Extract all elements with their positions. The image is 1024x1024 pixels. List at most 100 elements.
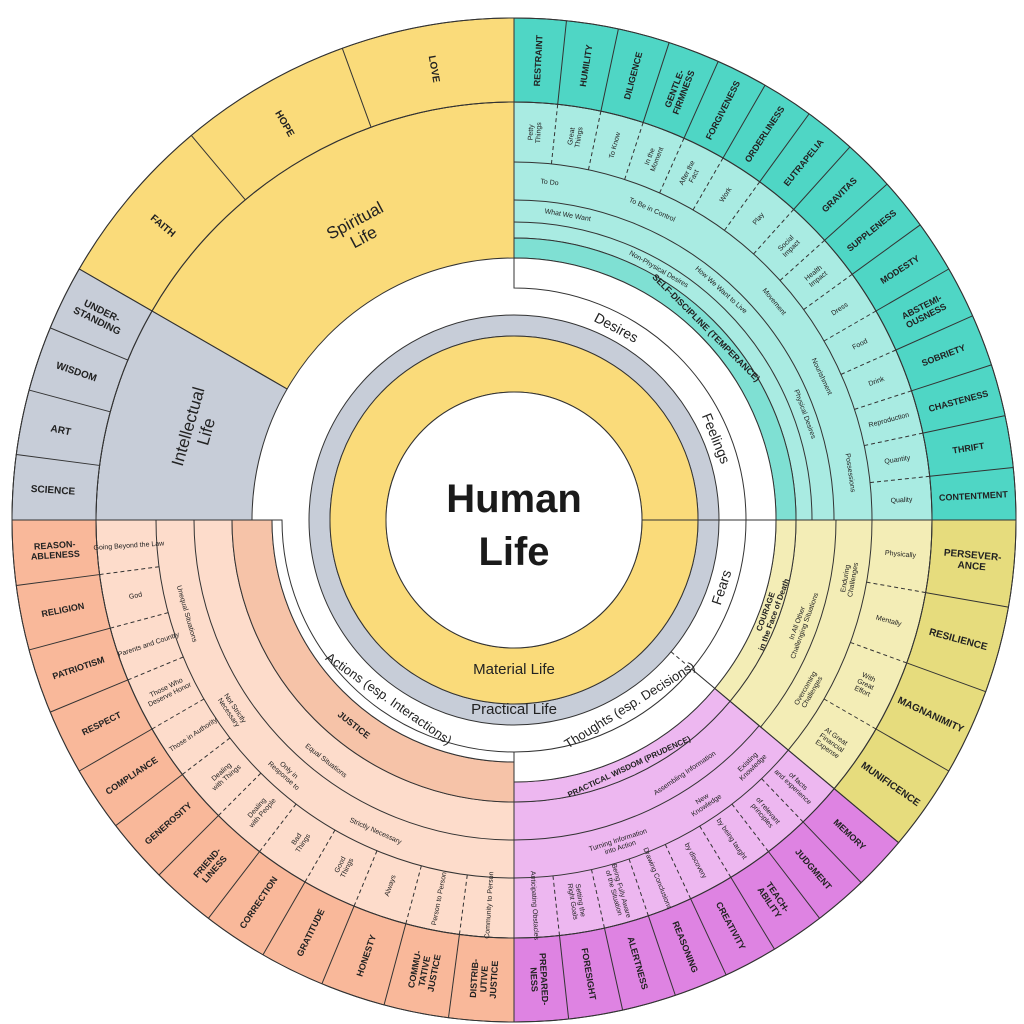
intellectual-virtue-label: ART xyxy=(50,423,72,438)
temperance-sub-label: PettyThings xyxy=(527,121,543,143)
prudence-sub-label: Anticipating Obstacles xyxy=(529,871,540,941)
temperance-inner-divider xyxy=(823,310,877,342)
justice-divider xyxy=(79,728,153,772)
justice-divider xyxy=(115,774,183,826)
temperance-inner-divider xyxy=(779,239,825,281)
material-life-label: Material Life xyxy=(473,661,555,678)
sector-layer xyxy=(11,17,1017,1023)
prudence-inner-divider xyxy=(731,803,769,852)
temperance-arc xyxy=(513,221,813,521)
justice-divider xyxy=(158,815,219,876)
courage-inner-divider xyxy=(866,581,926,594)
prudence-inner-divider xyxy=(761,778,804,823)
temperance-divider xyxy=(557,20,567,105)
justice-divider xyxy=(208,851,260,919)
justice-divider xyxy=(50,679,129,713)
justice-inner-divider xyxy=(110,612,169,629)
courage-arc xyxy=(787,519,873,751)
justice-virtue-label: DISTRIB-UTIVEJUSTICE xyxy=(468,959,500,1000)
temperance-inner-divider xyxy=(724,181,761,231)
temperance-inner-divider xyxy=(587,111,602,170)
spiritual-divider xyxy=(341,48,372,128)
justice-divider xyxy=(16,574,100,587)
center-title-line2: Life xyxy=(478,530,549,574)
justice-inner-divider xyxy=(458,874,468,935)
courage-inner-divider xyxy=(850,641,907,664)
prudence-divider xyxy=(647,915,676,996)
courage-arc xyxy=(760,519,837,728)
prudence-inner-divider xyxy=(590,869,605,929)
practical-life-label: Practical Life xyxy=(471,701,557,718)
spiritual-virtue-label: LOVE xyxy=(426,55,442,84)
temperance-divider xyxy=(824,183,888,241)
courage-divider xyxy=(906,662,986,693)
temperance-inner-divider xyxy=(869,475,930,484)
center-layer: Human Life xyxy=(385,391,643,649)
intellectual-divider xyxy=(28,389,111,413)
justice-inner-divider xyxy=(99,566,160,576)
justice-inner-divider xyxy=(218,772,262,816)
justice-inner-divider xyxy=(151,698,205,730)
center-circle xyxy=(385,391,643,649)
temperance-divider xyxy=(875,268,949,312)
prudence-divider xyxy=(603,927,624,1011)
ring-divider xyxy=(670,651,693,670)
justice-sub-label: God xyxy=(128,591,142,600)
temperance-divider xyxy=(911,364,992,392)
justice-inner-divider xyxy=(127,656,184,681)
courage-virtue-label: PERSEVER-ANCE xyxy=(942,548,1001,575)
temperance-divider xyxy=(642,42,670,123)
prudence-divider xyxy=(802,821,862,883)
quadrant-divider xyxy=(714,688,899,844)
courage-inner-divider xyxy=(823,698,877,730)
temperance-inner-divider xyxy=(692,157,724,211)
temperance-sub-label: Quality xyxy=(890,497,913,505)
prudence-inner-divider xyxy=(699,825,732,878)
temperance-inner-divider xyxy=(624,122,644,180)
temperance-divider xyxy=(922,415,1006,434)
justice-divider xyxy=(321,905,355,984)
temperance-divider xyxy=(895,315,973,351)
justice-inner-divider xyxy=(182,737,231,775)
temperance-virtue-label: CONTENTMENT xyxy=(939,489,1009,503)
temperance-inner-divider xyxy=(854,390,912,410)
prudence-inner-divider xyxy=(552,875,561,936)
temperance-divider xyxy=(722,85,766,159)
temperance-inner-divider xyxy=(840,349,897,375)
temperance-sub-label: Quantity xyxy=(884,455,911,466)
prudence-divider xyxy=(768,851,820,919)
prudence-divider xyxy=(559,935,570,1020)
prudence-white-ring xyxy=(513,668,716,783)
justice-arc xyxy=(193,519,515,841)
temperance-arc xyxy=(513,199,835,521)
temperance-sub2-label: To Do xyxy=(540,178,559,187)
prudence-inner-divider xyxy=(628,858,649,916)
temperance-divider xyxy=(683,61,719,139)
temperance-inner-divider xyxy=(803,273,853,310)
temperance-arc xyxy=(513,161,873,521)
justice-white-ring xyxy=(271,519,515,763)
justice-virtue-label: REASON-ABLENESS xyxy=(30,539,80,562)
justice-divider xyxy=(28,627,111,651)
temperance-sub-label: GreatThings xyxy=(567,125,585,149)
courage-divider xyxy=(925,592,1009,608)
temperance-virtue-label: RESTRAINT xyxy=(532,34,545,86)
courage-sub-label: Physically xyxy=(885,550,917,560)
prudence-inner-divider xyxy=(664,844,692,900)
justice-inner-divider xyxy=(259,803,297,852)
justice-divider xyxy=(262,881,306,955)
justice-inner-divider xyxy=(304,829,336,883)
outer-border xyxy=(11,17,1017,1023)
prudence-arc xyxy=(513,749,789,879)
prudence-virtue-label: PREPARED-NESS xyxy=(528,953,551,1006)
justice-sub-label: Community to Person xyxy=(484,871,495,939)
courage-white-ring xyxy=(691,519,777,690)
center-title-line1: Human xyxy=(446,477,582,521)
justice-inner-divider xyxy=(353,850,378,907)
courage-divider xyxy=(875,728,949,772)
temperance-divider xyxy=(929,467,1014,477)
intellectual-divider xyxy=(50,327,129,361)
temperance-divider xyxy=(851,224,921,275)
temperance-inner-divider xyxy=(659,137,685,194)
